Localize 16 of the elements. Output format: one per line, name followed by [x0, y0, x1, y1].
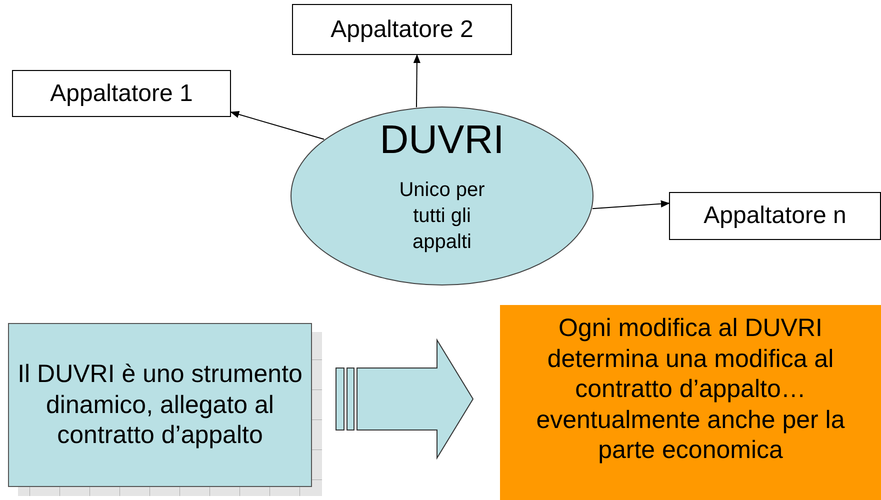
arrow [230, 110, 325, 140]
box-text: Ogni modifica al DUVRI determina una modifica al contratto d’appalto… eventualmente anche per la parte economica [535, 313, 846, 466]
highlight-box [500, 305, 881, 500]
arrow [413, 54, 421, 108]
document-ellipse [290, 106, 594, 286]
contractor-box [292, 4, 512, 55]
ellipse-title: DUVRI [380, 117, 504, 164]
contractor-box [669, 192, 881, 240]
box-label: Appaltatore n [704, 201, 846, 231]
contractor-box [12, 70, 231, 117]
box-text: Il DUVRI è uno strumento dinamico, allegato al contratto d’appalto [17, 359, 303, 451]
ellipse-subtitle: Unico per tutti gli appalti [398, 178, 486, 255]
arrow [592, 200, 670, 210]
note-box [8, 323, 312, 487]
box-label: Appaltatore 1 [50, 78, 193, 108]
box-label: Appaltatore 2 [330, 14, 474, 44]
